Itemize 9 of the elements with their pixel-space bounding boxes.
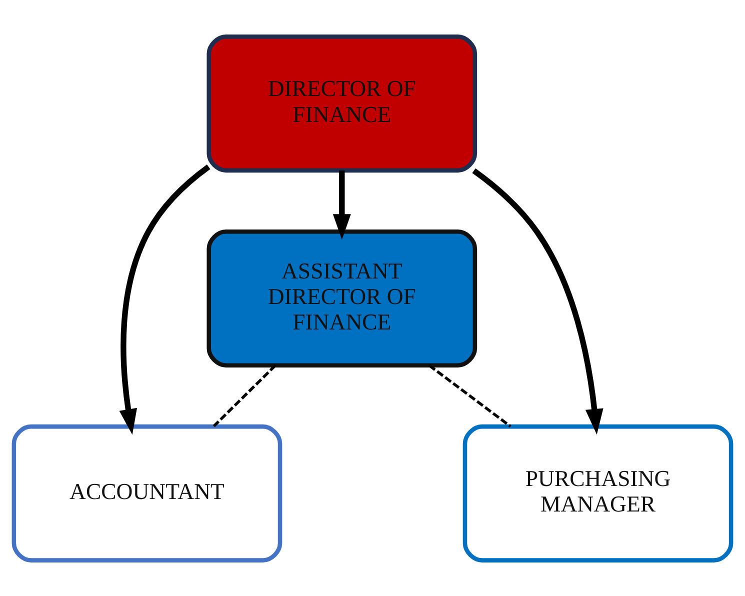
- arrow: [119, 164, 210, 434]
- node-box: ASSISTANT DIRECTOR OF FINANCE: [206, 229, 478, 367]
- node-box: ACCOUNTANT: [12, 424, 282, 562]
- node-box: PURCHASING MANAGER: [462, 424, 734, 562]
- arrow: [332, 170, 351, 240]
- node-box: DIRECTOR OF FINANCE: [206, 34, 478, 172]
- connector: [428, 364, 512, 428]
- arrow: [472, 168, 604, 434]
- connector: [212, 364, 276, 427]
